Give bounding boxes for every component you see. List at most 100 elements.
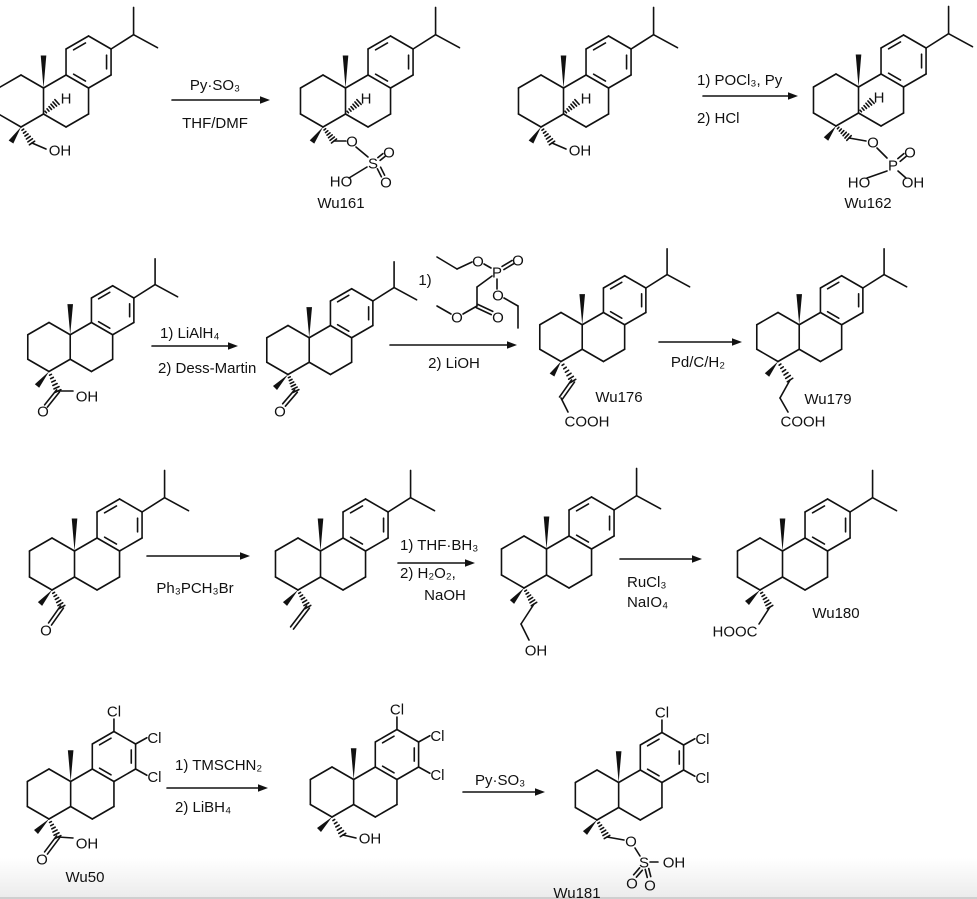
bond	[551, 142, 567, 150]
double-bond-line	[899, 155, 907, 163]
hash-line	[52, 101, 58, 107]
ring-b-bond	[319, 576, 344, 591]
hash-line	[354, 101, 360, 107]
hash-line	[566, 108, 570, 112]
hash-line	[562, 366, 568, 370]
atom-label-o: O	[380, 175, 392, 192]
hash-line	[22, 130, 27, 134]
aromatic-inner-bond	[811, 536, 826, 545]
hash-line	[526, 594, 532, 598]
compound-label: Wu161	[317, 195, 364, 212]
ring-b-bond	[69, 358, 93, 373]
hash-line	[50, 103, 55, 109]
ring-b-bond	[96, 576, 121, 591]
bond	[634, 847, 641, 857]
double-bond-line	[561, 381, 576, 400]
aldehyde-2: O	[28, 469, 190, 640]
reagent-label: NaIO₄	[627, 594, 668, 611]
ring-b-bond	[781, 576, 806, 591]
ring-b-bond	[545, 574, 570, 589]
aromatic-ring-bond	[602, 274, 626, 289]
hash-line	[867, 100, 873, 106]
ring-b-bond	[344, 113, 369, 128]
ring-b-bond	[819, 348, 843, 363]
wedge-bond	[71, 518, 78, 551]
aromatic-ring-bond	[329, 287, 353, 302]
hash-line	[327, 134, 333, 139]
hash-line	[567, 375, 575, 381]
atom-label-oh: OH	[76, 389, 99, 406]
ring-a-bond	[309, 766, 333, 781]
aromatic-ring-bond	[661, 731, 685, 746]
ring-b-bond	[602, 348, 626, 363]
hash-line	[48, 373, 53, 376]
bond	[758, 606, 771, 625]
compound-label: Wu162	[844, 195, 891, 212]
aromatic-inner-bond	[336, 294, 350, 303]
hash-line	[333, 821, 338, 825]
atom-label-o: O	[346, 134, 358, 151]
ring-a-bond	[287, 324, 311, 339]
hash-line	[763, 599, 770, 604]
ring-b-bond	[352, 803, 377, 818]
ring-b-bond	[329, 361, 353, 376]
aromatic-inner-bond	[887, 41, 902, 50]
hash-line	[44, 110, 48, 114]
wedge-bond	[34, 819, 49, 834]
double-bond-line	[632, 867, 641, 876]
hashed-bond	[778, 363, 794, 383]
double-bond-line	[644, 868, 649, 879]
isopropyl-bond	[871, 496, 898, 512]
hash-line	[323, 127, 327, 131]
aromatic-ring-bond	[826, 537, 851, 552]
reagent-label: Pd/C/H₂	[671, 354, 725, 371]
bond	[31, 142, 47, 150]
ring-a-bond	[297, 537, 322, 552]
isopropyl-bond	[387, 496, 412, 513]
ring-a-bond	[596, 769, 620, 784]
aromatic-ring-bond	[590, 535, 615, 550]
aromatic-ring-bond	[111, 321, 135, 336]
aromatic-ring-bond	[374, 766, 398, 781]
aromatic-ring-bond	[661, 769, 685, 784]
ring-a-bond	[51, 576, 76, 591]
ring-b-bond	[42, 74, 67, 89]
isopropyl-bond	[635, 494, 662, 510]
atom-label-o: O	[867, 135, 879, 152]
aromatic-ring-bond	[639, 769, 663, 784]
wedge-bond	[560, 55, 567, 88]
hashed-bond	[51, 591, 66, 610]
ring-b-bond	[42, 113, 67, 128]
primary-alcohol: OH	[500, 467, 662, 660]
isopropyl-bond	[163, 496, 190, 512]
aromatic-ring-bond	[342, 498, 367, 513]
condition-label: 2) LiOH	[428, 355, 480, 372]
atom-label-cooh: COOH	[781, 414, 826, 431]
hash-line	[600, 829, 607, 834]
double-bond-line	[647, 867, 652, 878]
isopropyl-bond	[133, 283, 156, 299]
hash-line	[24, 133, 29, 137]
hash-line	[52, 829, 58, 833]
atom-label-cl: Cl	[430, 767, 444, 784]
isopropyl-bond	[862, 273, 885, 289]
ring-a-bond	[755, 311, 779, 326]
wedge-bond	[67, 304, 74, 335]
bond	[779, 397, 789, 413]
wedge-bond	[309, 127, 323, 144]
starting-alcohol-2: OHH	[517, 6, 679, 160]
atom-label-h: H	[361, 91, 372, 108]
wedge-bond	[549, 361, 561, 377]
hash-line	[53, 385, 60, 390]
aromatic-ring-bond	[840, 311, 864, 326]
ring-a-bond	[517, 113, 542, 128]
reagent-label: 2) LiBH₄	[175, 799, 231, 816]
atom-label-o: O	[472, 254, 484, 271]
aromatic-ring-bond	[840, 274, 864, 289]
isopropyl-bond	[132, 33, 159, 49]
ring-a-bond	[26, 321, 50, 336]
ring-a-bond	[48, 358, 72, 373]
bond	[462, 305, 478, 315]
